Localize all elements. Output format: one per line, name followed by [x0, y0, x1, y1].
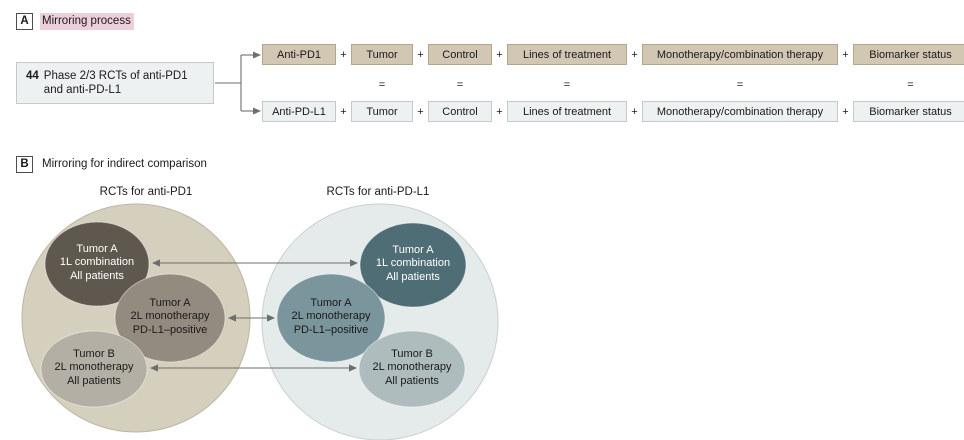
source-trials-box: 44 Phase 2/3 RCTs of anti-PD1 and anti-P… — [16, 62, 214, 104]
panel-b-title: Mirroring for indirect comparison — [42, 158, 207, 170]
plus-symbol: + — [631, 48, 638, 61]
node-tumor: Tumor — [351, 44, 413, 65]
chain-anti-pd1: Anti-PD1 + Tumor + Control + Lines of treatmen… — [262, 44, 964, 65]
node-control: Control — [428, 44, 492, 65]
node-biomarker-status: Biomarker status — [853, 44, 964, 65]
chain-anti-pd-l1: Anti-PD-L1 + Tumor + Control + Lines of treatm… — [262, 101, 964, 122]
node-lines-of-treatment: Lines of treatment — [507, 101, 627, 122]
equals-placeholder — [262, 75, 336, 95]
venn-diagram — [21, 203, 499, 440]
equals-symbol: = — [378, 79, 386, 91]
equals-symbol: = — [563, 79, 571, 91]
equals-row: = = = = = — [262, 75, 964, 95]
panel-a-header: A Mirroring process — [16, 13, 134, 30]
bubble-left-tumor-b-2l-monotherapy-all-patients — [40, 330, 148, 408]
plus-symbol: + — [340, 48, 347, 61]
node-tumor: Tumor — [351, 101, 413, 122]
panel-b-badge: B — [16, 156, 33, 173]
source-trials-line1: Phase 2/3 RCTs of anti-PD1 — [43, 70, 188, 82]
plus-symbol: + — [842, 105, 849, 118]
node-monotherapy-combination-therapy: Monotherapy/combination therapy — [642, 44, 838, 65]
arrowhead-left-icon — [228, 314, 236, 322]
bubble-right-tumor-a-2l-monotherapy-pd-l1-positive — [276, 273, 386, 363]
arrowhead-bottom-icon — [253, 107, 261, 115]
connector-tumor-a-1l — [152, 259, 358, 267]
equals-symbol: = — [456, 79, 464, 91]
plus-symbol: + — [496, 48, 503, 61]
node-anti-pd-l1: Anti-PD-L1 — [262, 101, 336, 122]
arrowhead-right-icon — [350, 259, 358, 267]
arrowhead-right-icon — [267, 314, 275, 322]
connector-tumor-a-2l — [228, 314, 275, 322]
plus-symbol: + — [417, 105, 424, 118]
panel-a: A Mirroring process 44 Phase 2/3 RCTs of… — [0, 0, 964, 150]
plus-symbol: + — [340, 105, 347, 118]
source-trials-line2: and anti-PD-L1 — [43, 84, 122, 96]
equals-symbol: = — [907, 79, 914, 91]
bubble-left-tumor-a-2l-monotherapy-pd-l1-positive — [114, 273, 226, 363]
node-monotherapy-combination-therapy: Monotherapy/combination therapy — [642, 101, 838, 122]
node-biomarker-status: Biomarker status — [853, 101, 964, 122]
group-label-anti-pd-l1: RCTs for anti-PD-L1 — [326, 186, 430, 198]
arrowhead-top-icon — [253, 51, 261, 59]
equals-symbol: = — [736, 79, 744, 91]
bubble-left-tumor-a-1l-combination-all-patients — [44, 221, 150, 307]
panel-a-title: Mirroring process — [40, 13, 134, 30]
plus-symbol: + — [417, 48, 424, 61]
panel-a-badge: A — [16, 13, 33, 30]
arrowhead-right-icon — [349, 364, 357, 372]
node-anti-pd1: Anti-PD1 — [262, 44, 336, 65]
bubble-right-tumor-b-2l-monotherapy-all-patients — [358, 330, 466, 408]
group-label-anti-pd1: RCTs for anti-PD1 — [99, 186, 193, 198]
node-control: Control — [428, 101, 492, 122]
source-trials-label: Phase 2/3 RCTs of anti-PD1 and anti-PD-L… — [44, 69, 188, 97]
plus-symbol: + — [842, 48, 849, 61]
node-lines-of-treatment: Lines of treatment — [507, 44, 627, 65]
bracket-connector — [215, 51, 261, 115]
source-trials-count: 44 — [26, 70, 39, 82]
plus-symbol: + — [496, 105, 503, 118]
bubble-right-tumor-a-1l-combination-all-patients — [359, 222, 467, 308]
panel-b: B Mirroring for indirect comparison RCTs… — [0, 150, 964, 440]
arrowhead-left-icon — [152, 259, 160, 267]
plus-symbol: + — [631, 105, 638, 118]
connector-tumor-b-2l — [150, 364, 357, 372]
arrowhead-left-icon — [150, 364, 158, 372]
panel-b-header: B Mirroring for indirect comparison — [16, 156, 210, 173]
